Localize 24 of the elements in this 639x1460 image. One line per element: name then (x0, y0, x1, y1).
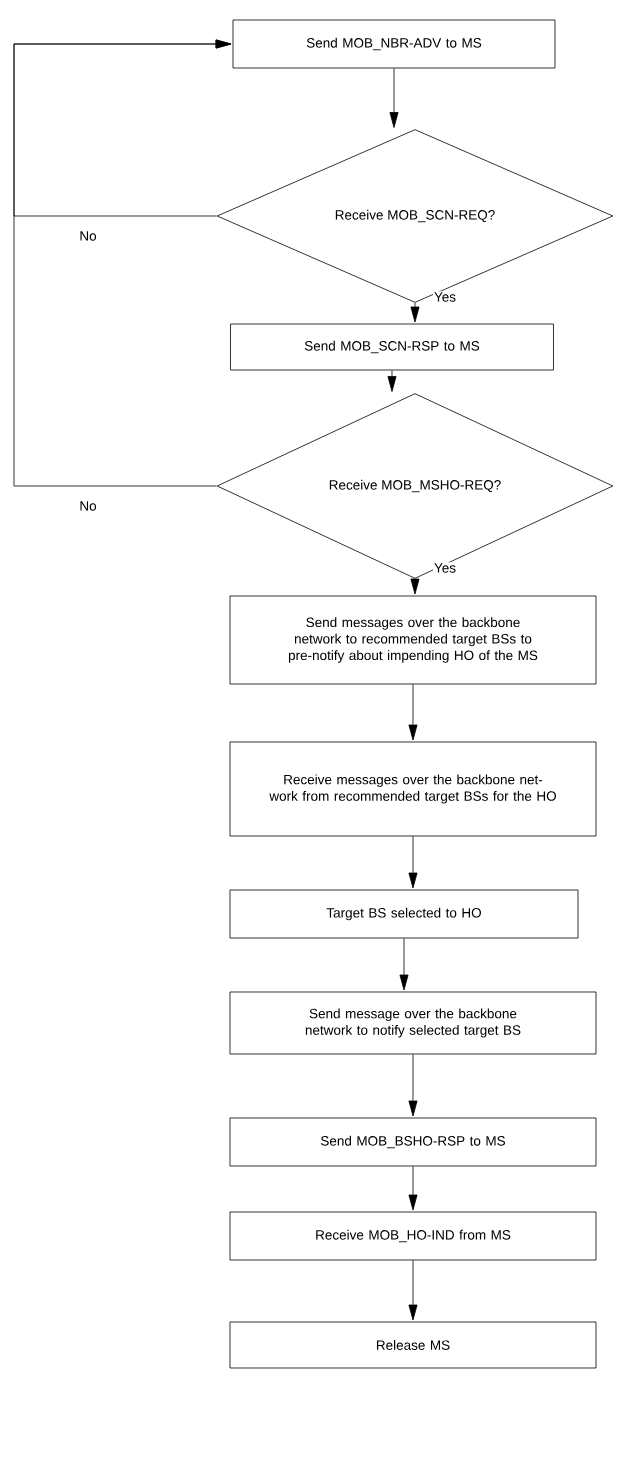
process-box: Release MS (229, 1321, 597, 1369)
edge-label: Yes (433, 562, 457, 574)
edge-label: Yes (433, 291, 457, 303)
process-box: Receive MOB_HO-IND from MS (229, 1211, 597, 1261)
process-box: Send MOB_NBR-ADV to MS (232, 19, 556, 69)
arrow (387, 370, 397, 392)
arrow (408, 1054, 418, 1117)
arrow (410, 302, 420, 323)
arrow (410, 578, 420, 595)
edge-label: No (78, 500, 98, 512)
process-box: Target BS selected to HO (229, 889, 579, 939)
process-box: Send MOB_SCN-RSP to MS (230, 323, 554, 371)
arrow (408, 684, 418, 741)
arrow (389, 68, 399, 128)
process-box: Send messages over the backbone network to recommended target BSs to pre-notify about impending HO of the MS (229, 595, 597, 685)
process-box: Send MOB_BSHO-RSP to MS (229, 1117, 597, 1167)
process-box: Send message over the backbone network to notify selected target BS (229, 991, 597, 1055)
arrow (408, 836, 418, 889)
arrow (408, 1166, 418, 1211)
edge-label: No (78, 230, 98, 242)
arrow (408, 1260, 418, 1321)
arrow (13, 39, 232, 487)
arrow (399, 938, 409, 991)
process-box: Receive messages over the backbone net-work from recommended target BSs for the HO (229, 741, 597, 837)
